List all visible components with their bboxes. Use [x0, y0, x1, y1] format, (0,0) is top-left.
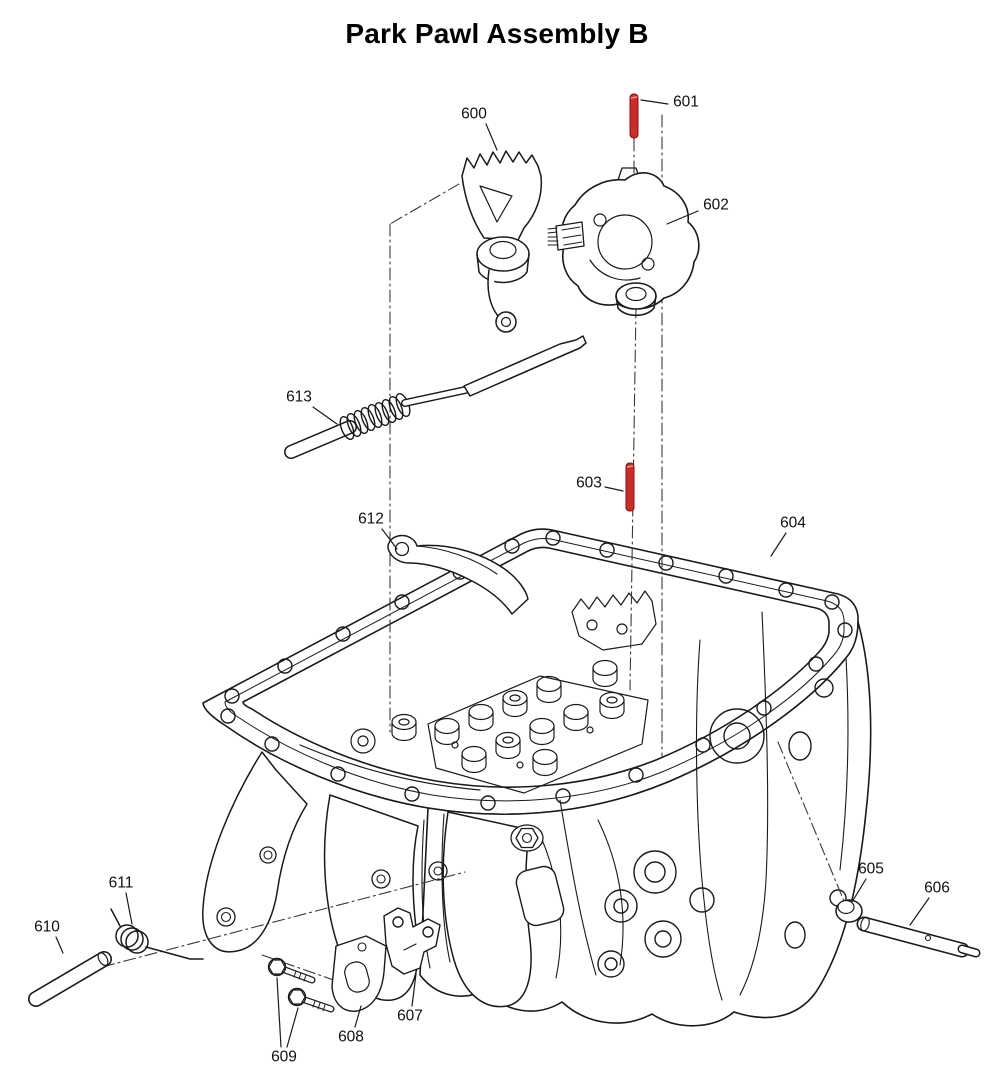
callout-602: 602 — [703, 196, 729, 214]
part-603-roll-pin — [625, 462, 635, 512]
part-612-detent-lever — [387, 534, 529, 615]
part-601-roll-pin — [629, 93, 639, 139]
case-bosses — [597, 678, 847, 978]
callout-leader-lines — [55, 99, 930, 1048]
callout-610: 610 — [34, 918, 60, 936]
case-interior-valvebody — [299, 590, 657, 794]
callout-609: 609 — [271, 1048, 297, 1066]
part-610-pivot-pin — [28, 951, 112, 1007]
part-606-pawl-shaft — [856, 916, 981, 958]
callout-605: 605 — [858, 860, 884, 878]
case-ribs — [539, 611, 849, 1001]
connector-pins — [547, 226, 583, 246]
callout-608: 608 — [338, 1028, 364, 1046]
part-608-guide-bracket — [331, 935, 387, 1012]
callout-607: 607 — [397, 1007, 423, 1025]
part-609-bolts — [267, 957, 335, 1013]
callout-601: 601 — [673, 93, 699, 111]
rod-spring-coils — [339, 392, 411, 441]
callout-600: 600 — [461, 105, 487, 123]
part-600-sector-lever — [461, 150, 543, 333]
callout-604: 604 — [780, 514, 806, 532]
part-607-bracket — [383, 907, 441, 975]
part-613-rod-spring — [284, 335, 587, 459]
part-604-transmission-case — [202, 528, 872, 1027]
callout-606: 606 — [924, 879, 950, 897]
callout-613: 613 — [286, 388, 312, 406]
callout-612: 612 — [358, 510, 384, 528]
part-602-actuator-housing — [547, 167, 700, 317]
callout-611: 611 — [108, 874, 134, 892]
part-611-torsion-spring — [110, 908, 204, 960]
page-title: Park Pawl Assembly B — [345, 18, 649, 49]
callout-603: 603 — [576, 474, 602, 492]
part-605-bushing — [835, 899, 863, 923]
flange-bolt-holes — [220, 530, 853, 811]
